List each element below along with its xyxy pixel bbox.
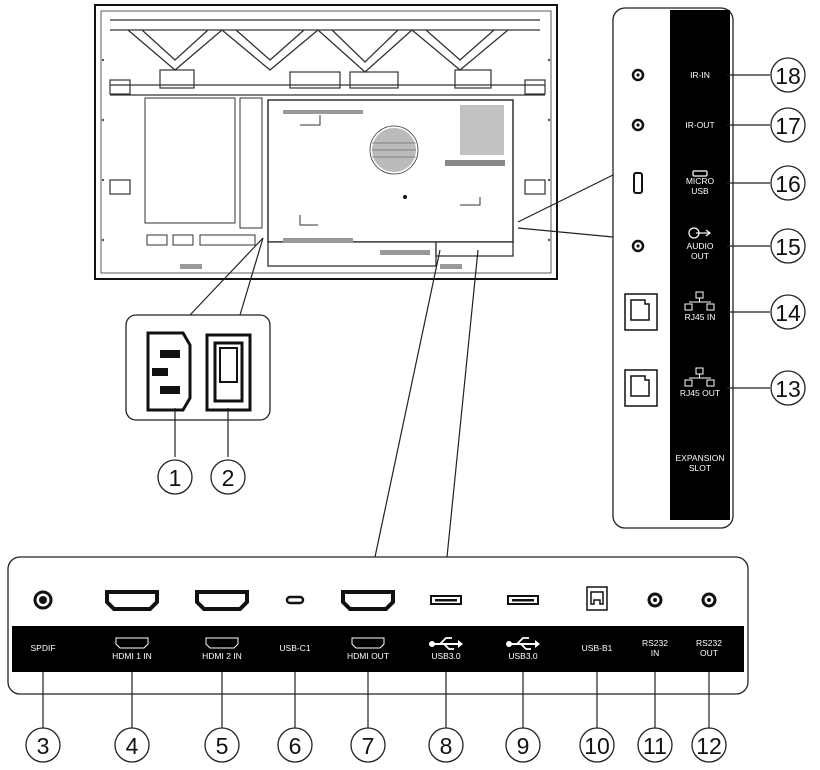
callout-number-1: 1 <box>169 465 182 491</box>
usb-symbol-icon <box>429 637 463 650</box>
side-port-5: RJ45 IN 14 <box>624 291 806 331</box>
bottom-port-label-2: OUT <box>700 648 718 658</box>
rs232-jack-icon <box>647 592 663 608</box>
rj45-port-icon <box>624 369 658 407</box>
spdif-jack-icon <box>33 590 53 610</box>
bottom-port-label: USB-C1 <box>279 643 310 653</box>
bottom-port-label: RS232 <box>696 638 722 648</box>
side-port-label: RJ45 OUT <box>680 388 720 398</box>
hdmi-port-icon <box>195 590 249 611</box>
side-port-label-2: OUT <box>691 251 709 261</box>
callout-number: 17 <box>775 113 801 139</box>
callout-number: 5 <box>216 733 229 759</box>
side-port-1: IR-IN 18 <box>631 57 806 93</box>
bottom-port-label: SPDIF <box>30 643 55 653</box>
bottom-port-label: USB-B1 <box>582 643 613 653</box>
micro-usb-port-icon <box>633 172 643 194</box>
audio-out-jack-icon <box>631 239 645 253</box>
bottom-port-5: HDMI OUT 7 <box>341 590 395 763</box>
bottom-port-label: USB3.0 <box>431 651 461 661</box>
usb-a-port-icon <box>507 595 539 605</box>
ac-inlet-icon <box>146 331 192 412</box>
bottom-port-label-2: IN <box>651 648 660 658</box>
bottom-port-label: HDMI 2 IN <box>202 651 242 661</box>
bottom-port-8: USB-B1 10 <box>579 586 615 763</box>
side-port-label: IR-OUT <box>685 120 714 130</box>
bottom-port-2: HDMI 1 IN 4 <box>105 590 159 763</box>
callout-number: 8 <box>440 733 453 759</box>
usb-a-port-icon <box>430 595 462 605</box>
callout-number: 11 <box>643 733 667 759</box>
callout-number: 18 <box>775 63 801 89</box>
side-port-2: IR-OUT 17 <box>631 107 806 143</box>
callout-number: 13 <box>775 376 801 402</box>
bottom-port-label: HDMI OUT <box>347 651 389 661</box>
callout-number: 4 <box>126 733 139 759</box>
power-callout: 1 2 <box>125 237 271 495</box>
side-port-label-2: USB <box>691 186 709 196</box>
bottom-io-panel: SPDIF 3 HDMI 1 IN 4 HDMI 2 IN 5 USB-C1 6 HDMI OU… <box>7 556 749 763</box>
rj45-port-icon <box>624 293 658 331</box>
usb-symbol-icon <box>506 637 540 650</box>
rs232-jack-icon <box>701 592 717 608</box>
ir-jack-icon <box>631 118 645 132</box>
bottom-port-3: HDMI 2 IN 5 <box>195 590 249 763</box>
side-port-label: MICRO <box>686 176 715 186</box>
hdmi-port-icon <box>105 590 159 611</box>
bottom-port-6: USB3.0 8 <box>428 595 464 763</box>
micro-usb-label-icon <box>692 170 708 177</box>
usb-b-port-icon <box>586 586 608 611</box>
expansion-slot-label-2: SLOT <box>689 463 711 473</box>
side-port-label: RJ45 IN <box>685 312 716 322</box>
side-port-label: AUDIO <box>687 241 714 251</box>
callout-number: 3 <box>37 733 50 759</box>
hdmi-port-icon <box>341 590 395 611</box>
callout-number: 9 <box>517 733 530 759</box>
callout-number: 12 <box>696 733 722 759</box>
callout-number: 10 <box>584 733 610 759</box>
bottom-port-1: SPDIF 3 <box>25 590 61 763</box>
callout-number: 7 <box>362 733 375 759</box>
monitor-rear-view <box>94 4 558 280</box>
hdmi-label-icon <box>115 637 149 649</box>
bottom-port-4: USB-C1 6 <box>277 595 313 763</box>
side-port-6: RJ45 OUT 13 <box>624 367 806 407</box>
callout-number: 16 <box>775 171 801 197</box>
bottom-port-label: USB3.0 <box>508 651 538 661</box>
callout-number-2: 2 <box>222 465 235 491</box>
ir-jack-icon <box>631 68 645 82</box>
bottom-port-label: HDMI 1 IN <box>112 651 152 661</box>
side-port-label: IR-IN <box>690 70 710 80</box>
hdmi-label-icon <box>205 637 239 649</box>
expansion-slot-label: EXPANSION <box>676 453 725 463</box>
headphone-out-label-icon <box>688 227 711 239</box>
bottom-port-7: USB3.0 9 <box>505 595 541 763</box>
network-label-icon <box>684 367 715 387</box>
callout-number: 14 <box>775 300 801 326</box>
usb-c-port-icon <box>285 595 305 605</box>
callout-number: 15 <box>775 234 801 260</box>
hdmi-label-icon <box>351 637 385 649</box>
bottom-port-label: RS232 <box>642 638 668 648</box>
callout-number: 6 <box>289 733 302 759</box>
network-label-icon <box>684 291 715 311</box>
